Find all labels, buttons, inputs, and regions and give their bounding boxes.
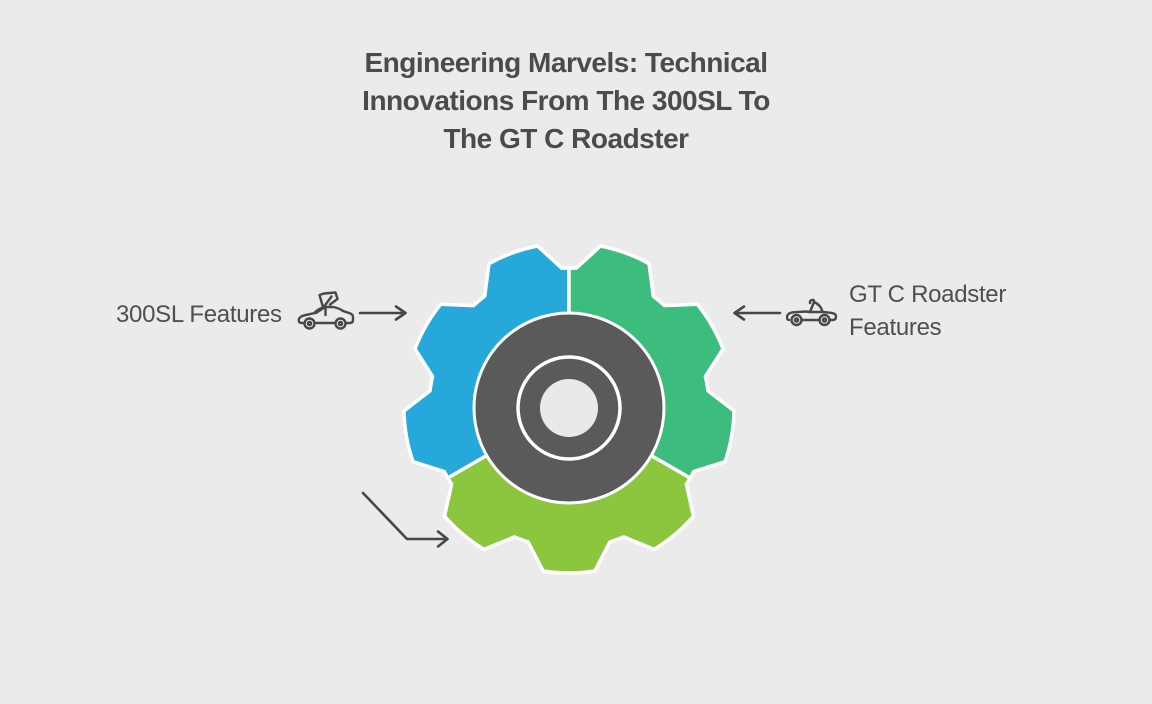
- gear-graphic: [402, 244, 736, 575]
- label-gtc-line-2: Features: [849, 314, 942, 341]
- title-line-2: Innovations From The 300SL To: [362, 85, 770, 116]
- convertible-car-icon: [786, 298, 838, 327]
- title-line-1: Engineering Marvels: Technical: [364, 47, 768, 78]
- gear-hub-ring: [516, 355, 622, 461]
- title-line-3: The GT C Roadster: [443, 123, 689, 154]
- left-arrow-icon: [733, 305, 782, 321]
- page-title: Engineering Marvels: Technical Innovatio…: [276, 44, 856, 158]
- right-arrow-icon: [358, 305, 407, 321]
- label-300sl-features: 300SL Features: [116, 301, 282, 328]
- label-gtc-line-1: GT C Roadster: [849, 281, 1007, 308]
- gullwing-car-icon: [297, 291, 355, 330]
- elbow-arrow-icon: [361, 491, 449, 548]
- gear-hub-hole: [540, 379, 598, 437]
- label-gtc-roadster-features: GT C Roadster Features: [849, 278, 1006, 344]
